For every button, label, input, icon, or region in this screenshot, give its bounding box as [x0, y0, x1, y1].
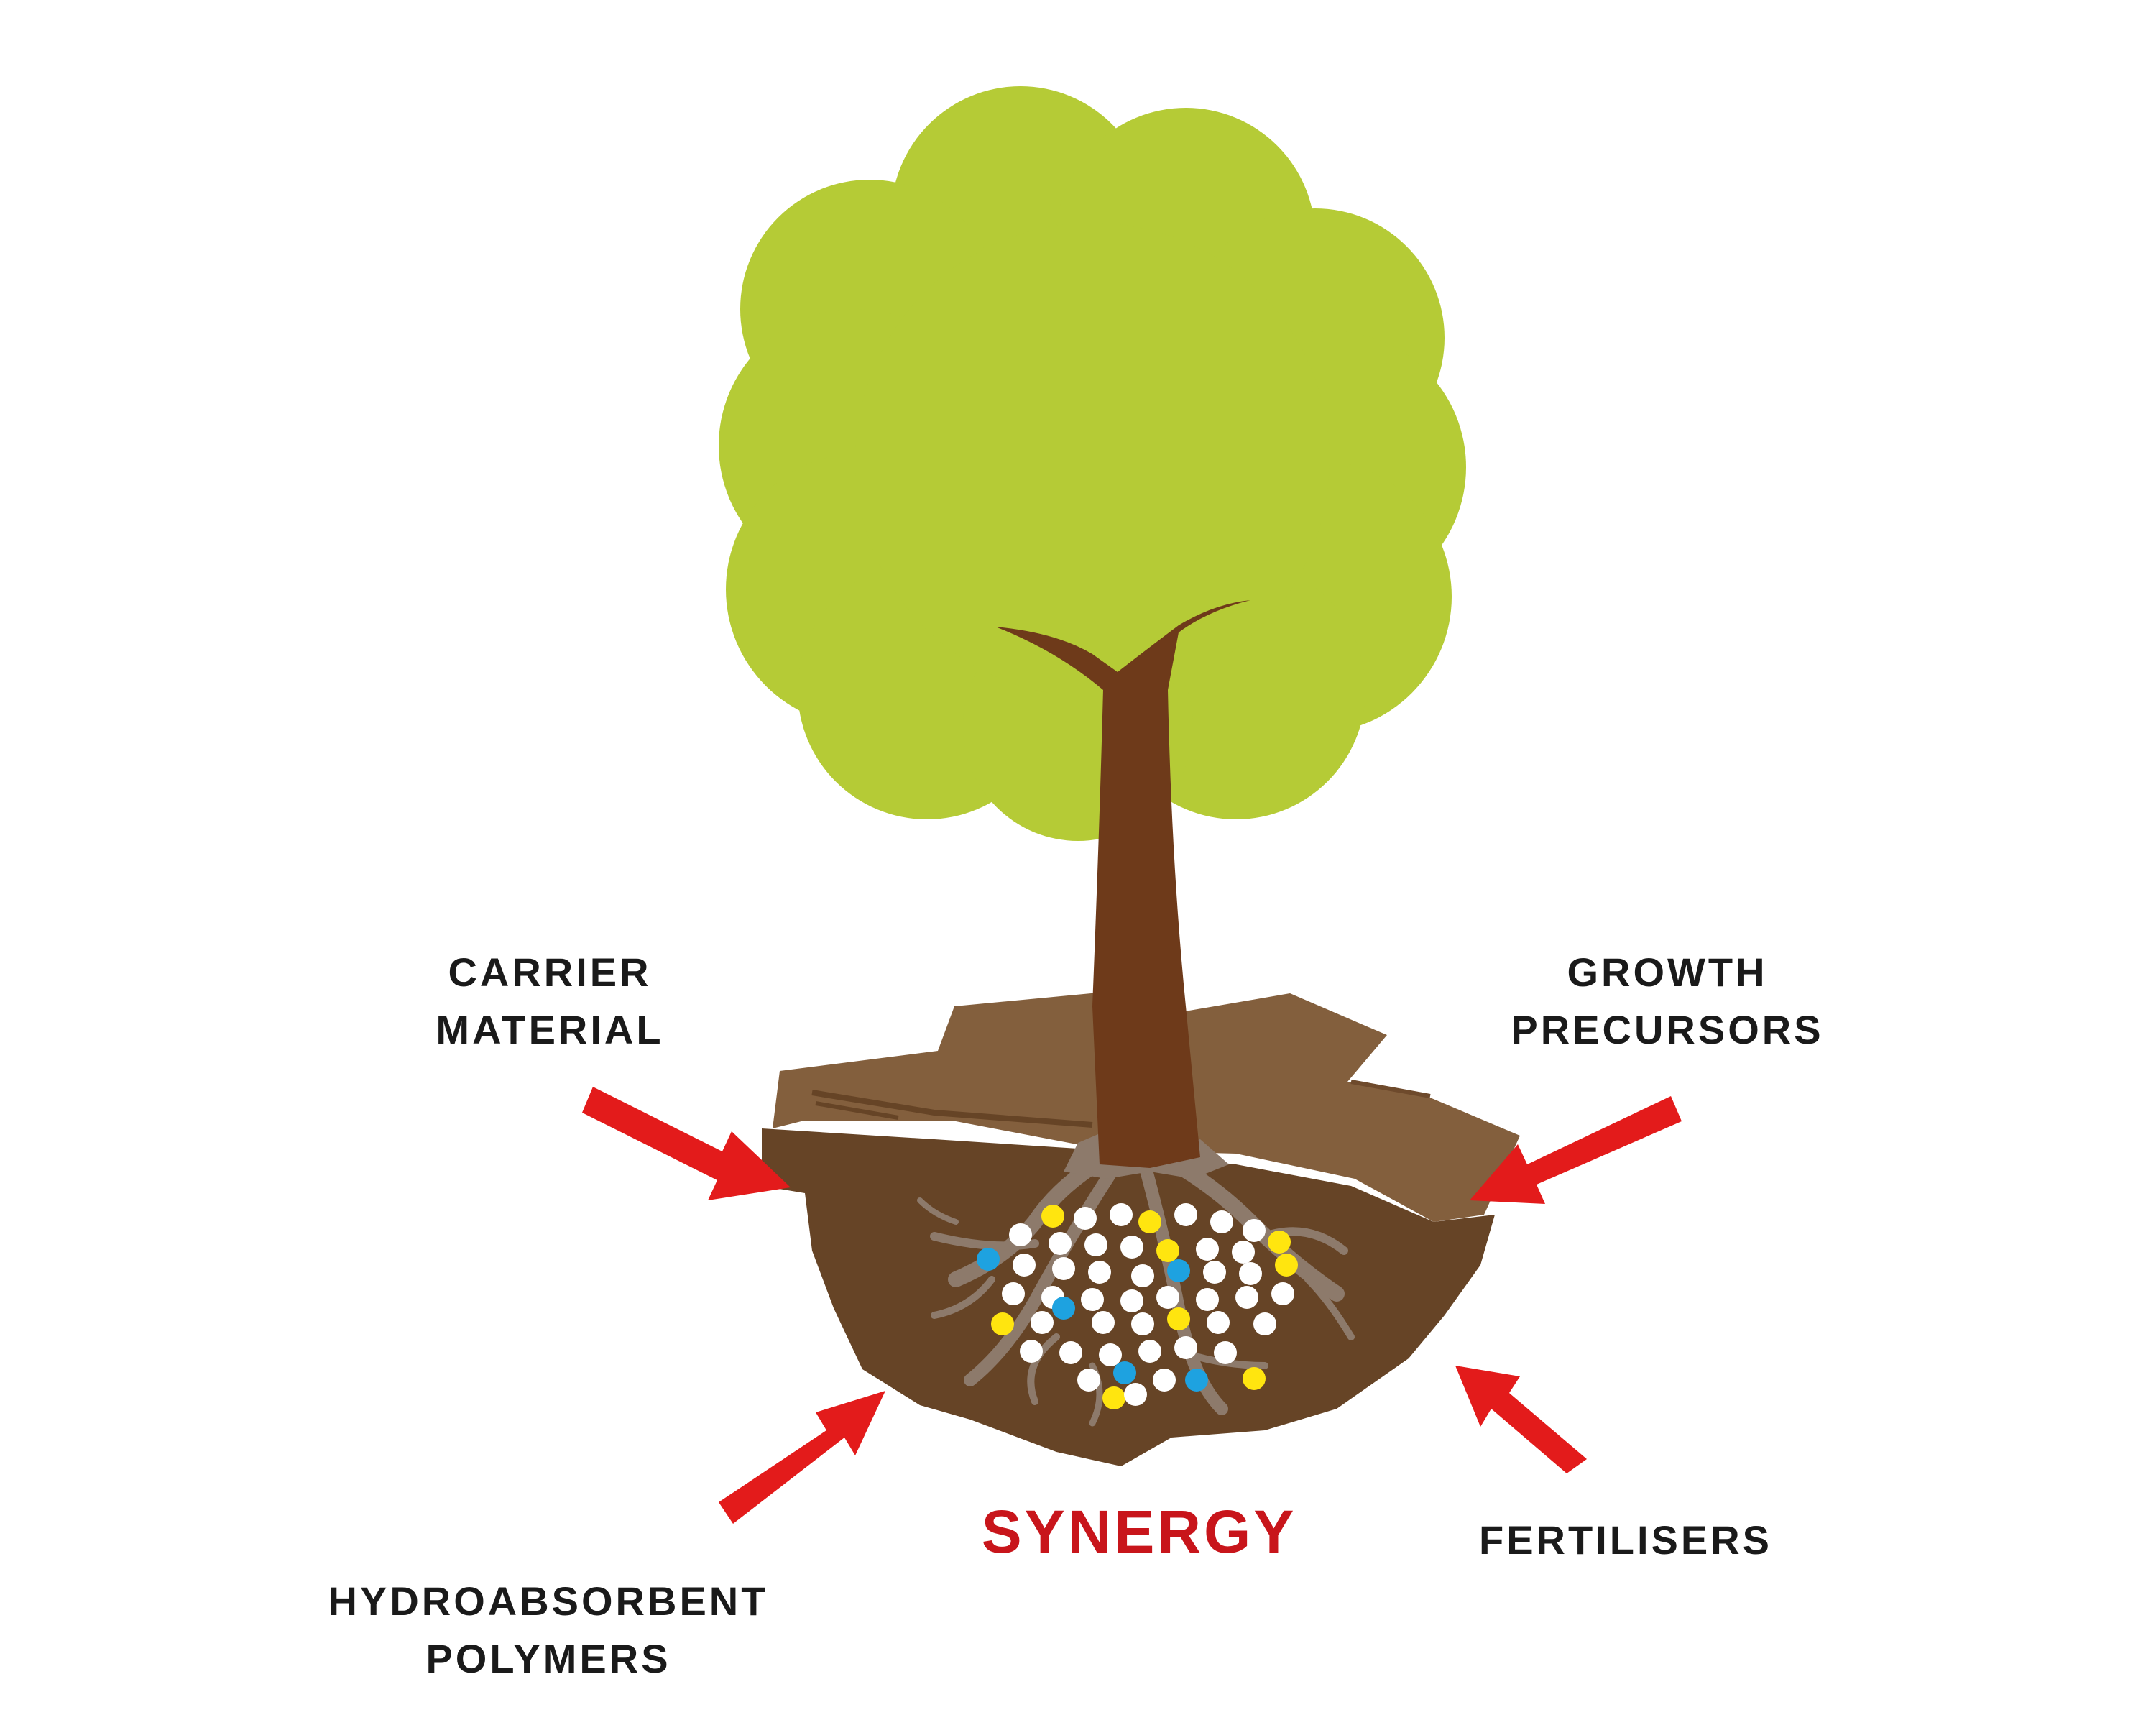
arrow-fertilisers [1455, 1366, 1587, 1473]
granule-blue [1113, 1361, 1136, 1384]
granule-white [1052, 1257, 1075, 1280]
granule-white [1196, 1238, 1219, 1261]
granule-white [1049, 1232, 1072, 1255]
granule-white [1232, 1241, 1255, 1264]
label-growth-precursors: GROWTH PRECURSORS [1511, 949, 1823, 1052]
granule-white [1207, 1311, 1230, 1334]
granule-white [1081, 1288, 1104, 1311]
granule-white [1243, 1219, 1266, 1242]
fertilisers-text: FERTILISERS [1479, 1517, 1772, 1563]
granule-yellow [1243, 1367, 1266, 1390]
granule-white [1059, 1341, 1082, 1364]
granule-yellow [1138, 1210, 1161, 1233]
carrier-line-1: CARRIER [448, 949, 651, 995]
granule-white [1131, 1264, 1154, 1287]
granule-white [1253, 1312, 1276, 1335]
hydro-line-1: HYDROABSORBENT [328, 1578, 769, 1624]
granule-yellow [1275, 1254, 1298, 1276]
hydro-line-2: POLYMERS [425, 1636, 671, 1681]
granule-white [1235, 1286, 1258, 1309]
granule-white [1088, 1261, 1111, 1284]
granule-white [1120, 1236, 1143, 1259]
growth-line-2: PRECURSORS [1511, 1007, 1823, 1052]
granule-white [1210, 1210, 1233, 1233]
granule-yellow [1167, 1307, 1190, 1330]
granule-white [1020, 1340, 1043, 1363]
granule-white [1239, 1262, 1262, 1285]
granule-yellow [1156, 1239, 1179, 1262]
granule-white [1077, 1368, 1100, 1392]
granule-white [1074, 1207, 1097, 1230]
granule-white [1120, 1289, 1143, 1312]
granule-white [1092, 1311, 1115, 1334]
granule-yellow [991, 1312, 1014, 1335]
growth-line-1: GROWTH [1567, 949, 1767, 995]
granule-white [1099, 1343, 1122, 1366]
granule-blue [1052, 1297, 1075, 1320]
granule-white [1124, 1383, 1147, 1406]
granule-yellow [1268, 1230, 1291, 1254]
granule-white [1174, 1336, 1197, 1359]
tree-trunk [995, 600, 1250, 1168]
granule-white [1013, 1254, 1036, 1276]
granule-white [1156, 1286, 1179, 1309]
arrow-growth-precursors [1470, 1096, 1682, 1204]
granule-white [1110, 1203, 1133, 1226]
tree-foliage [719, 86, 1466, 841]
granule-white [1214, 1341, 1237, 1364]
granule-blue [1167, 1259, 1190, 1282]
granule-blue [1185, 1368, 1208, 1392]
soil-granules [977, 1203, 1298, 1409]
granule-blue [977, 1248, 1000, 1271]
granule-white [1138, 1340, 1161, 1363]
arrow-carrier-material [582, 1087, 791, 1200]
granule-white [1153, 1368, 1176, 1392]
granule-white [1131, 1312, 1154, 1335]
granule-yellow [1102, 1386, 1125, 1409]
carrier-line-2: MATERIAL [436, 1007, 663, 1052]
granule-white [1174, 1203, 1197, 1226]
granule-white [1009, 1223, 1032, 1246]
granule-white [1203, 1261, 1226, 1284]
granule-yellow [1041, 1205, 1064, 1228]
label-carrier-material: CARRIER MATERIAL [436, 949, 663, 1052]
granule-white [1196, 1288, 1219, 1311]
arrow-hydroabsorbent-polymers [719, 1391, 885, 1524]
label-fertilisers: FERTILISERS [1479, 1517, 1772, 1563]
label-hydroabsorbent-polymers: HYDROABSORBENT POLYMERS [328, 1578, 769, 1681]
granule-white [1271, 1282, 1294, 1305]
granule-white [1031, 1311, 1054, 1334]
synergy-title: SYNERGY [982, 1498, 1297, 1565]
granule-white [1084, 1233, 1107, 1256]
granule-white [1002, 1282, 1025, 1305]
